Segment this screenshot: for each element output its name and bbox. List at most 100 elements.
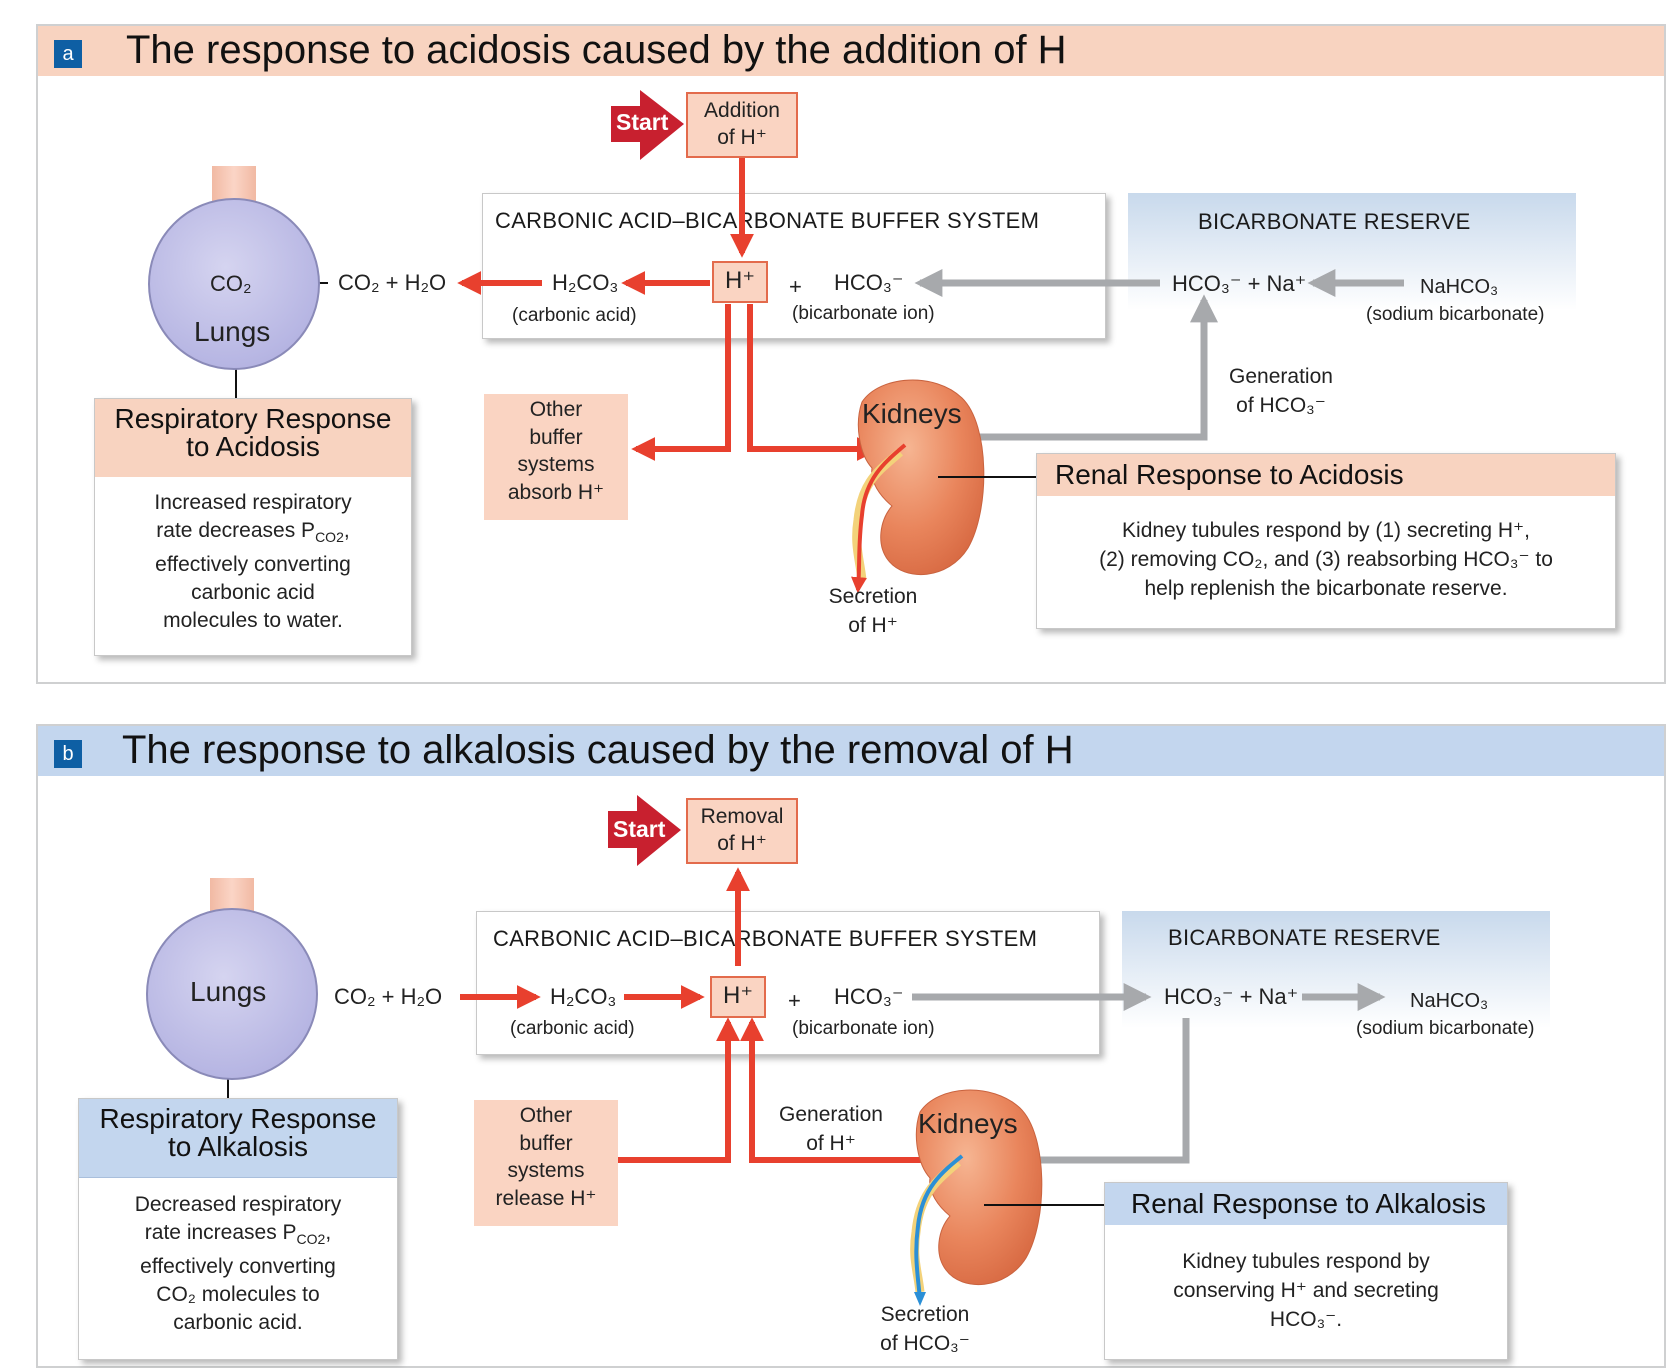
panel-a-renal-body-line2: (2) removing CO₂, and (3) reabsorbing HC… [1099, 548, 1553, 571]
panel-a-resp-body-line4: carbonic acid [191, 581, 315, 605]
panel-b-lungs-label: Lungs [190, 976, 267, 1007]
panel-b-badge: b [54, 740, 82, 768]
panel-b-renal-body-line3: HCO₃⁻. [1269, 1308, 1343, 1331]
panel-a-resp-body-pco2-sub: CO2 [315, 529, 344, 546]
panel-b-renal-header: Renal Response to Alkalosis [1105, 1183, 1507, 1225]
panel-b-start-arrow [608, 795, 681, 866]
panel-b-resp-header: Respiratory Response to Alkalosis [79, 1099, 397, 1178]
panel-a-secretion-label: Secretion of H⁺ [808, 582, 938, 640]
panel-a-resp-body-line1: Increased respiratory [154, 491, 352, 514]
panel-a-nahco3-sub: (sodium bicarbonate) [1366, 304, 1545, 325]
panel-a-title: The response to acidosis caused by the a… [126, 28, 1067, 72]
panel-b-renal-body: Kidney tubules respond by conserving H⁺ … [1115, 1247, 1497, 1334]
panel-a-other-buffers-line3: systems [517, 453, 595, 476]
panel-a-titlebar [38, 26, 1664, 76]
panel-a-resp-body-line5: molecules to water. [163, 609, 343, 633]
panel-b-resp-body-pco2-sub: CO2 [296, 1231, 326, 1248]
panel-b-resp-body-comma: , [325, 1221, 332, 1244]
panel-b-trigger-line2: of H⁺ [717, 832, 767, 855]
panel-a-trigger-line2: of H⁺ [717, 126, 767, 149]
panel-a-start-label: Start [616, 109, 669, 135]
panel-b-resp-title-line1: Respiratory Response [99, 1103, 377, 1134]
panel-a-generation-label: Generation of HCO₃⁻ [1206, 362, 1356, 420]
panel-a-nahco3: NaHCO₃ [1420, 276, 1499, 298]
panel-a-renal-header: Renal Response to Acidosis [1037, 454, 1615, 496]
panel-a-plus: + [789, 274, 802, 299]
panel-b-generation-line1: Generation [779, 1103, 883, 1126]
panel-a-start-arrow [611, 90, 684, 160]
panel-a-trachea [212, 166, 256, 202]
panel-b-nahco3-sub: (sodium bicarbonate) [1356, 1018, 1535, 1039]
panel-b-buffer-box: CARBONIC ACID–BICARBONATE BUFFER SYSTEM [476, 911, 1100, 1055]
panel-b-h2co3: H₂CO₃ [550, 984, 617, 1009]
panel-b-titlebar [38, 726, 1664, 776]
panel-a-other-buffer-arrow [631, 304, 731, 461]
panel-b-generation-arrow [740, 1017, 944, 1163]
panel-a-generation-arrow [962, 294, 1218, 441]
panel-b-reserve-box: BICARBONATE RESERVE [1122, 911, 1550, 1049]
panel-a-buffer-box: CARBONIC ACID–BICARBONATE BUFFER SYSTEM [482, 193, 1106, 339]
panel-a-other-buffers-box: Other buffer systems absorb H⁺ [484, 394, 628, 520]
panel-a-resp-header: Respiratory Response to Acidosis [95, 399, 411, 477]
panel-a-h2co3: H₂CO₃ [552, 270, 619, 295]
panel-a-kidney-arrow [747, 304, 881, 461]
panel-a-resp-body: Increased respiratory rate decreases PCO… [105, 489, 401, 635]
panel-a-renal-body-line1: Kidney tubules respond by (1) secreting … [1122, 519, 1530, 542]
panel-a-renal-body: Kidney tubules respond by (1) secreting … [1047, 516, 1605, 603]
panel-b-trigger-box: Removal of H⁺ [686, 798, 798, 864]
panel-b-secretion-line1: Secretion [880, 1303, 970, 1326]
panel-b-buffer-heading: CARBONIC ACID–BICARBONATE BUFFER SYSTEM [493, 926, 1038, 951]
panel-a-h2co3-sub: (carbonic acid) [512, 305, 637, 326]
panel-a-renal-body-line3: help replenish the bicarbonate reserve. [1144, 577, 1508, 600]
panel-a-h-ion-box: H⁺ [712, 261, 768, 303]
panel-b-co2-h2o: CO₂ + H₂O [334, 984, 443, 1009]
panel-a-resp-title-line1: Respiratory Response [114, 403, 392, 434]
panel-b-other-buffers-line3: systems [507, 1159, 585, 1182]
panel-a-reserve-heading: BICARBONATE RESERVE [1198, 209, 1471, 234]
panel-a-hco3-sub: (bicarbonate ion) [792, 303, 935, 324]
panel-b-generation-line2: of H⁺ [806, 1132, 856, 1155]
panel-b-resp-body: Decreased respiratory rate increases PCO… [89, 1191, 387, 1337]
panel-b-kidney-illustration [910, 1089, 1043, 1306]
panel-b-renal-body-line2: conserving H⁺ and secreting [1173, 1279, 1439, 1302]
panel-a-secretion-line2: of H⁺ [848, 614, 898, 637]
panel-a-other-buffers-line1: Other [529, 398, 583, 421]
panel-a-kidneys-label: Kidneys [862, 398, 962, 429]
panel-a-trigger-line1: Addition [704, 99, 780, 122]
panel-a-resp-body-line2: rate decreases PCO2, [105, 517, 401, 551]
panel-a-buffer-heading: CARBONIC ACID–BICARBONATE BUFFER SYSTEM [495, 208, 1040, 233]
panel-a-lungs-label: Lungs [194, 316, 271, 347]
panel-b-trigger-line1: Removal [700, 805, 784, 828]
panel-a-resp-body-pco2-text: rate decreases P [156, 519, 316, 542]
panel-b-resp-body-line5: carbonic acid. [173, 1311, 303, 1335]
panel-a-badge: a [54, 40, 82, 68]
panel-b-resp-body-pco2-text: rate increases P [144, 1221, 297, 1244]
panel-b-resp-body-line3: effectively converting [140, 1255, 336, 1279]
panel-b-resp-body-line4: CO₂ molecules to [156, 1283, 320, 1307]
panel-b-secretion-line2: of HCO₃⁻ [880, 1332, 970, 1355]
panel-a-generation-line1: Generation [1229, 365, 1333, 388]
panel-b-other-buffers-box: Other buffer systems release H⁺ [474, 1100, 618, 1226]
panel-b-nahco3: NaHCO₃ [1410, 990, 1489, 1012]
panel-a-generation-line2: of HCO₃⁻ [1236, 394, 1326, 417]
panel-a-renal-response: Renal Response to Acidosis Kidney tubule… [1036, 453, 1616, 629]
panel-b-resp-body-line1: Decreased respiratory [134, 1193, 342, 1216]
panel-a-resp-body-line3: effectively converting [155, 553, 351, 577]
panel-b-kidneys-label: Kidneys [918, 1108, 1018, 1139]
panel-a-hco3-na: HCO₃⁻ + Na⁺ [1172, 271, 1307, 296]
panel-b-plus: + [788, 988, 801, 1013]
panel-a-secretion-line1: Secretion [828, 585, 918, 608]
panel-a-trigger-box: Addition of H⁺ [686, 92, 798, 158]
panel-a-resp-title-line2: to Acidosis [186, 431, 320, 462]
panel-b-hco3-na: HCO₃⁻ + Na⁺ [1164, 984, 1299, 1009]
panel-b-start-label: Start [613, 816, 666, 842]
panel-b-other-buffer-arrow [618, 1017, 740, 1163]
panel-b-hco3: HCO₃⁻ [834, 984, 904, 1009]
panel-a-co2: CO₂ [210, 271, 252, 296]
panel-a-respiratory-response: Respiratory Response to Acidosis Increas… [94, 398, 412, 656]
panel-a-lungs [148, 198, 320, 370]
panel-b-secretion-label: Secretion of HCO₃⁻ [860, 1300, 990, 1358]
panel-b-generation-label: Generation of H⁺ [760, 1100, 902, 1158]
panel-b-renal-response: Renal Response to Alkalosis Kidney tubul… [1104, 1182, 1508, 1360]
